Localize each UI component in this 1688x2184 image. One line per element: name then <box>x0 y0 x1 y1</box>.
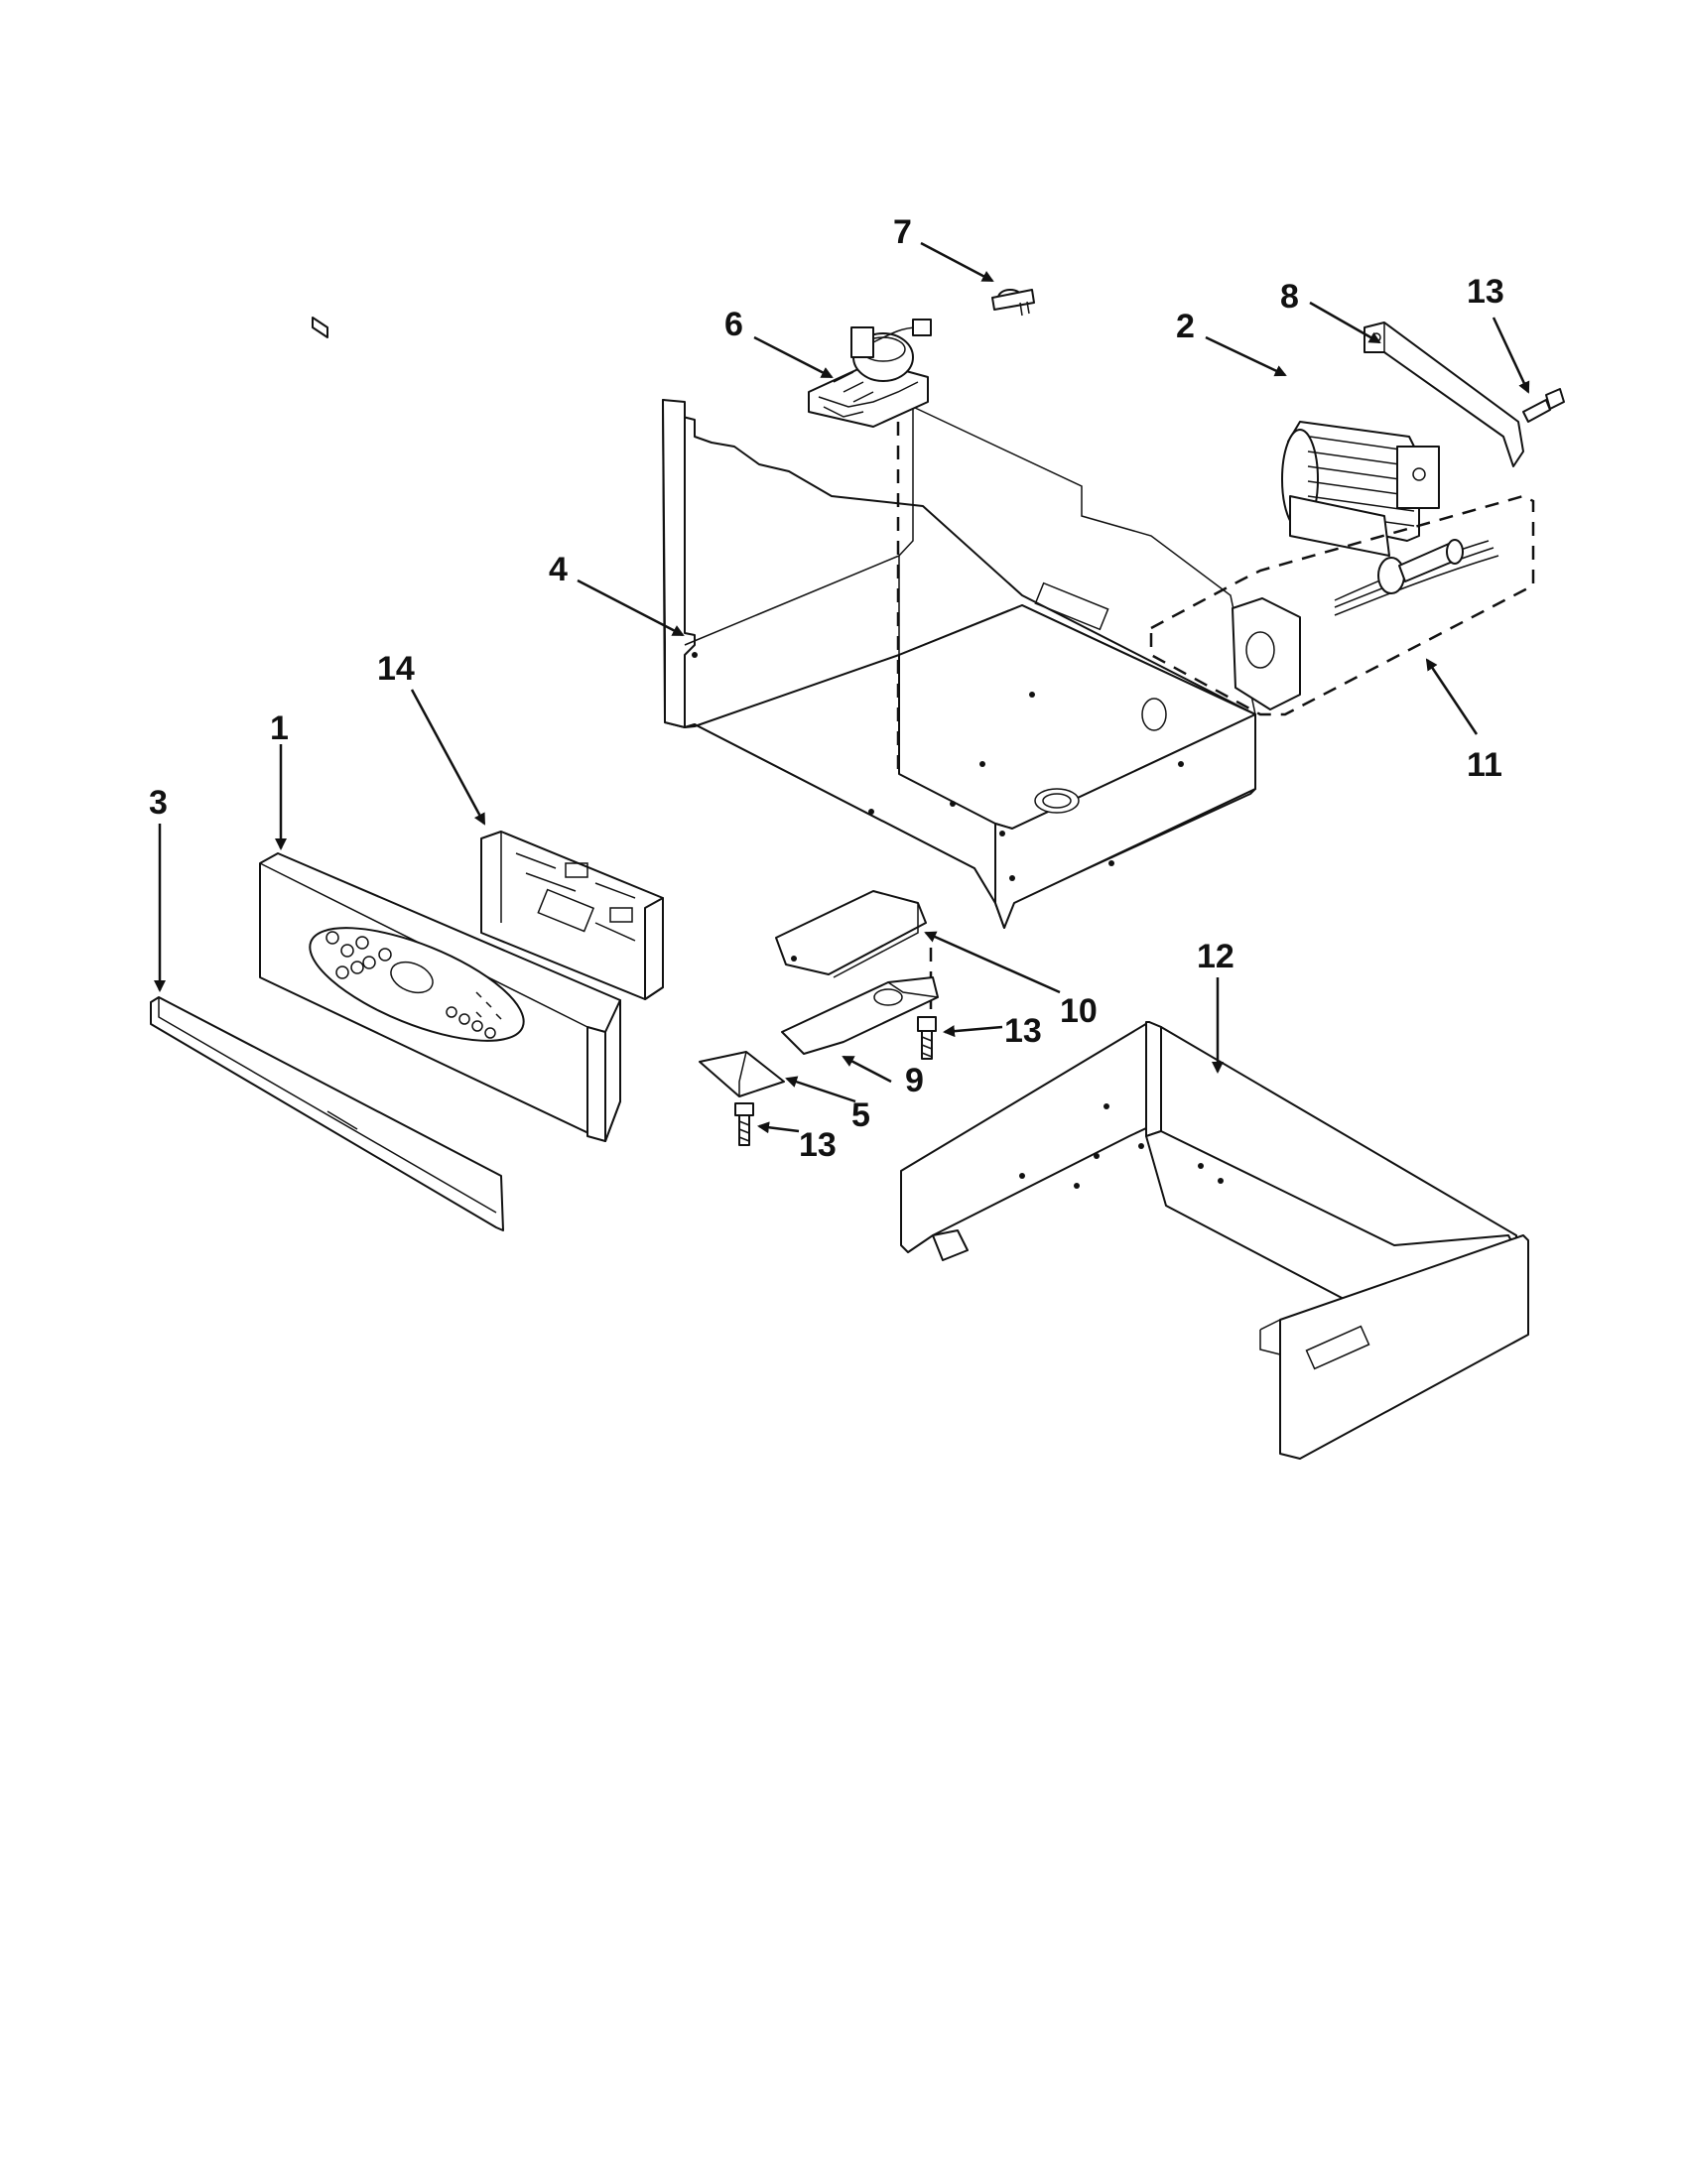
callout-3: 3 <box>149 784 168 822</box>
callout-9: 9 <box>905 1062 924 1099</box>
part-13-screw-lower <box>734 1102 754 1146</box>
callout-8: 8 <box>1280 278 1299 316</box>
part-10-shield <box>775 890 927 978</box>
part-13-screw-top <box>1522 388 1565 423</box>
callout-6: 6 <box>724 306 743 343</box>
callout-2: 2 <box>1176 308 1195 345</box>
leader-lines <box>154 241 1530 1134</box>
part-9-bracket <box>781 976 939 1055</box>
callout-13-middle: 13 <box>1004 1012 1042 1050</box>
part-3-trim-strip <box>150 996 504 1231</box>
part-4-chassis-box <box>662 399 1256 929</box>
callout-13-top: 13 <box>1467 273 1504 311</box>
part-7-thermostat <box>991 289 1035 317</box>
callout-labels: 7 6 8 2 13 4 11 14 1 3 10 13 9 5 13 12 <box>149 213 1504 1164</box>
part-13-screw-middle <box>917 1016 937 1060</box>
part-5-clip <box>699 1051 785 1097</box>
callout-10: 10 <box>1060 992 1098 1030</box>
callout-1: 1 <box>270 709 289 747</box>
callout-13-lower: 13 <box>799 1126 837 1164</box>
part-11-wire-harness-group <box>1149 494 1535 716</box>
part-2-blower-fan <box>1281 421 1440 557</box>
part-14-electronic-control <box>480 831 664 1000</box>
part-6-control-board <box>808 319 932 428</box>
callout-14: 14 <box>377 650 415 688</box>
callout-4: 4 <box>549 551 568 588</box>
part-1-control-panel <box>259 317 621 1142</box>
callout-5: 5 <box>851 1096 870 1134</box>
part-12-lower-frame <box>900 1021 1529 1460</box>
callout-7: 7 <box>893 213 912 251</box>
callout-11: 11 <box>1467 746 1502 784</box>
callout-12: 12 <box>1197 938 1234 975</box>
